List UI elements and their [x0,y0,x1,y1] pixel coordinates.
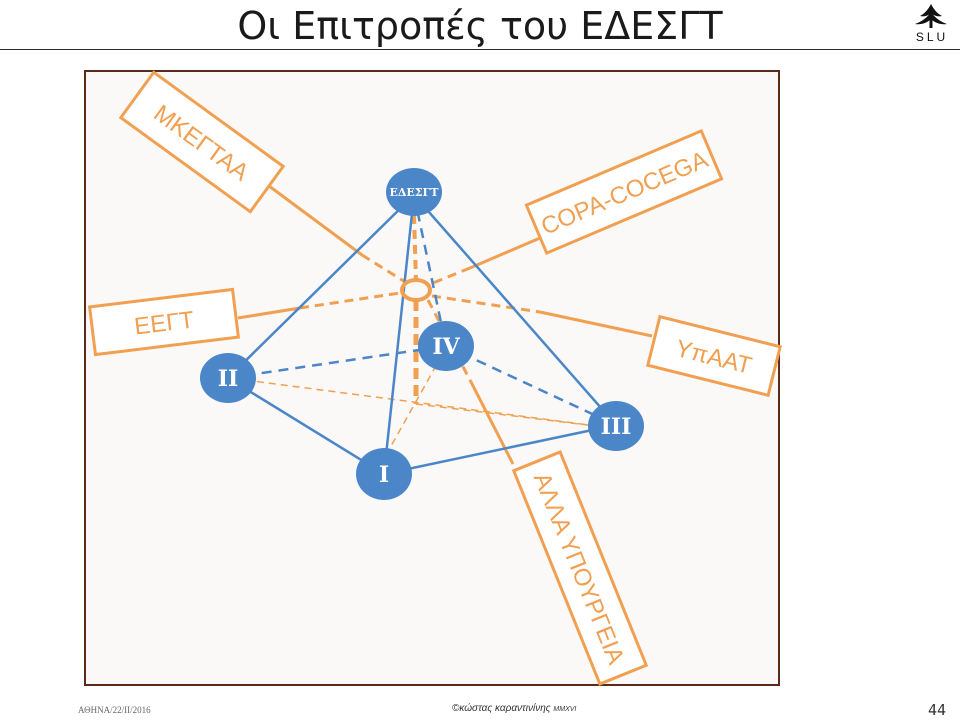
edge-top-i [382,194,416,475]
node-iii: III [588,401,644,451]
blue-edges [227,194,617,476]
slu-tree-logo-icon [915,4,947,28]
edge-iv-iii-dashed [445,344,617,427]
node-ii: II [200,353,256,403]
node-ii-label: II [218,366,239,392]
base-line-hub-iii [415,403,613,429]
box-ypaat: ΥπΑΑΤ [645,314,783,398]
logo-text: SLU [915,30,949,44]
node-iv: IV [418,321,474,371]
connector-eegt-dashed [299,291,401,310]
node-iv-label: IV [432,334,460,360]
title-divider [0,49,960,50]
node-i: I [356,448,412,500]
connector-eegt-solid [237,306,301,320]
edge-top-iv-dashed [412,194,448,347]
edge-i-iii [383,423,617,476]
box-mkegtaa: ΜΚΕΓΤΑΑ [118,70,286,214]
edge-ii-i [227,376,385,476]
connector-copa-dashed [427,266,471,287]
footer-date: ΑΘΗΝΑ/22/II/2016 [78,705,151,715]
page-title: Οι Επιτροπές του ΕΔΕΣΓΤ [237,4,723,48]
edge-top-ii [227,194,415,379]
box-eegt: ΕΕΓΤ [87,287,241,357]
node-edesgt: ΕΔΕΣΓΤ [386,168,442,216]
connector-copa-solid [469,236,541,270]
node-edesgt-label: ΕΔΕΣΓΤ [389,186,439,199]
edge-top-iii [413,194,617,426]
footer-copyright-name: ©κώστας καραντινίνης [452,703,551,714]
box-copa: COPA-COCEGA [524,128,724,256]
footer-copyright: ©κώστας καραντινίνης MMXVI [452,703,576,714]
connector-alla-solid [468,379,515,465]
connector-ypaat-solid [539,310,653,338]
connector-ypaat-dashed [431,294,541,314]
box-alla: ΑΛΛΑ ΥΠΟΥΡΓΕΙΑ [511,450,649,686]
base-line-ii-iii [244,379,613,429]
node-i-label: I [379,462,389,488]
footer-copyright-suffix: MMXVI [553,706,577,713]
connector-top-hub [412,214,418,283]
hub-ring [400,278,432,302]
node-iii-label: III [601,414,632,440]
edge-ii-iv-dashed [227,344,447,380]
connector-mkegtaa-solid [264,181,363,257]
connector-mkegtaa-dashed [361,253,411,287]
page-number: 44 [928,701,947,719]
